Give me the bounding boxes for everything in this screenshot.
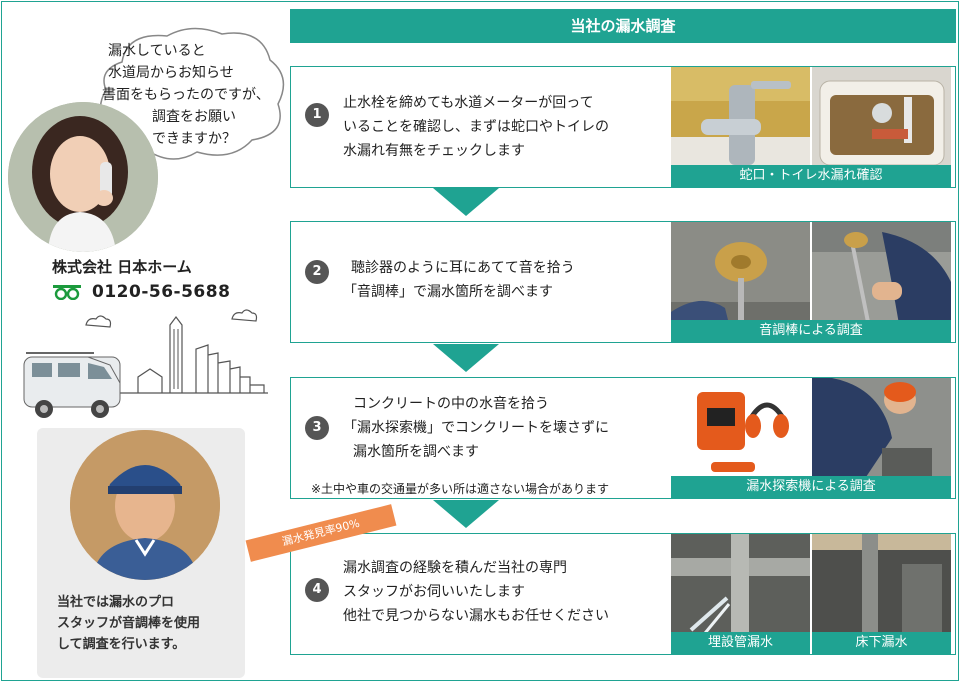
step-description: 聴診器のように耳にあてて音を拾う 「音調棒」で漏水箇所を調べます — [343, 256, 575, 304]
photo-caption: 漏水探索機による調査 — [671, 476, 951, 498]
step-line: 聴診器のように耳にあてて音を拾う — [351, 260, 575, 276]
photo-caption: 床下漏水 — [812, 632, 951, 654]
step-number: 2 — [305, 260, 329, 284]
down-arrow — [433, 500, 499, 528]
step-line: 「音調棒」で漏水箇所を調べます — [343, 284, 553, 300]
worker-avatar — [70, 430, 220, 580]
customer-avatar — [8, 102, 158, 252]
step-number: 4 — [305, 578, 329, 602]
step-number: 3 — [305, 416, 329, 440]
pro-line: スタッフが音調棒を使用 — [57, 616, 201, 631]
step-line: 漏水箇所を調べます — [353, 444, 479, 460]
step-4-box: 4 漏水調査の経験を積んだ当社の専門 スタッフがお伺いいたします 他社で見つから… — [290, 533, 956, 655]
step-note: ※土中や車の交通量が多い所は適さない場合があります — [311, 482, 610, 496]
down-arrow — [433, 188, 499, 216]
speech-line: できますか？ — [152, 131, 236, 147]
photo-caption: 蛇口・トイレ水漏れ確認 — [671, 165, 951, 187]
freedial-icon — [52, 284, 82, 300]
step-3-box: 3 コンクリートの中の水音を拾う 「漏水探索機」でコンクリートを壊さずに 漏水箇… — [290, 377, 956, 499]
step-2-box: 2 聴診器のように耳にあてて音を拾う 「音調棒」で漏水箇所を調べます 音調棒によ… — [290, 221, 956, 343]
step-description: 漏水調査の経験を積んだ当社の専門 スタッフがお伺いいたします 他社で見つからない… — [343, 556, 609, 628]
step-line: コンクリートの中の水音を拾う — [353, 396, 549, 412]
step-line: 水漏れ有無をチェックします — [343, 143, 525, 159]
phone-row[interactable]: 0120-56-5688 — [52, 282, 230, 302]
city-van-illustration — [23, 309, 268, 418]
speech-line: 書面をもらったのですが、 — [102, 87, 270, 103]
speech-line: 水道局からお知らせ — [108, 65, 234, 81]
pro-description: 当社では漏水のプロ スタッフが音調棒を使用 して調査を行います。 — [57, 592, 200, 655]
step-line: いることを確認し、まずは蛇口やトイレの — [343, 119, 609, 135]
speech-line: 漏水していると — [108, 43, 206, 59]
step-line: 漏水調査の経験を積んだ当社の専門 — [343, 560, 567, 576]
step-1-box: 1 止水栓を締めても水道メーターが回って いることを確認し、まずは蛇口やトイレの… — [290, 66, 956, 188]
step-description: コンクリートの中の水音を拾う 「漏水探索機」でコンクリートを壊さずに 漏水箇所を… — [343, 392, 609, 464]
company-name: 株式会社 日本ホーム — [52, 258, 192, 276]
step-number: 1 — [305, 103, 329, 127]
step-line: 他社で見つからない漏水もお任せください — [343, 608, 609, 624]
pro-line: して調査を行います。 — [57, 637, 186, 652]
phone-number[interactable]: 0120-56-5688 — [92, 282, 231, 302]
photo-caption: 音調棒による調査 — [671, 320, 951, 342]
down-arrow — [433, 344, 499, 372]
speech-line: 調査をお願い — [152, 109, 236, 125]
pro-line: 当社では漏水のプロ — [57, 595, 175, 610]
step-description: 止水栓を締めても水道メーターが回って いることを確認し、まずは蛇口やトイレの 水… — [343, 91, 609, 163]
step-line: 「漏水探索機」でコンクリートを壊さずに — [343, 420, 609, 436]
speech-text: 漏水していると 水道局からお知らせ 書面をもらったのですが、 調査をお願い でき… — [102, 40, 270, 150]
page-title: 当社の漏水調査 — [570, 17, 676, 35]
section-header: 当社の漏水調査 — [290, 9, 956, 43]
step-line: スタッフがお伺いいたします — [343, 584, 525, 600]
step-line: 止水栓を締めても水道メーターが回って — [343, 95, 594, 111]
photo-caption: 埋設管漏水 — [671, 632, 810, 654]
